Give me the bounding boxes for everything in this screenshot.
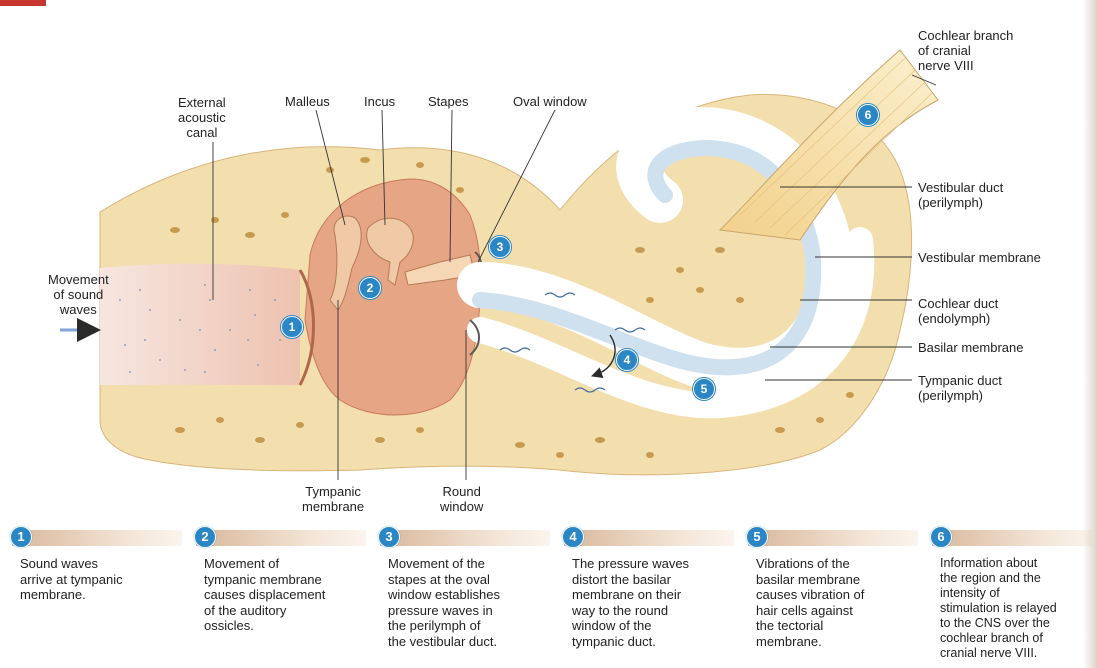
step-number: 2 xyxy=(194,526,216,548)
step-number: 4 xyxy=(562,526,584,548)
label-malleus: Malleus xyxy=(285,94,330,109)
step-number: 1 xyxy=(10,526,32,548)
marker-4: 4 xyxy=(616,349,638,371)
step-number: 5 xyxy=(746,526,768,548)
label-tympanic-duct: Tympanic duct(perilymph) xyxy=(918,373,1002,403)
page-edge-shadow xyxy=(1083,0,1097,668)
step-number: 3 xyxy=(378,526,400,548)
external-canal xyxy=(100,264,300,385)
label-oval-window: Oval window xyxy=(513,94,587,109)
label-vestibular-membrane: Vestibular membrane xyxy=(918,250,1041,265)
marker-5: 5 xyxy=(693,378,715,400)
label-cochlear-duct: Cochlear duct(endolymph) xyxy=(918,296,998,326)
marker-2: 2 xyxy=(359,277,381,299)
label-stapes: Stapes xyxy=(428,94,468,109)
label-incus: Incus xyxy=(364,94,395,109)
marker-3: 3 xyxy=(489,236,511,258)
label-vestibular-duct: Vestibular duct(perilymph) xyxy=(918,180,1003,210)
label-basilar-membrane: Basilar membrane xyxy=(918,340,1024,355)
step-number: 6 xyxy=(930,526,952,548)
marker-1: 1 xyxy=(281,316,303,338)
marker-6: 6 xyxy=(857,104,879,126)
